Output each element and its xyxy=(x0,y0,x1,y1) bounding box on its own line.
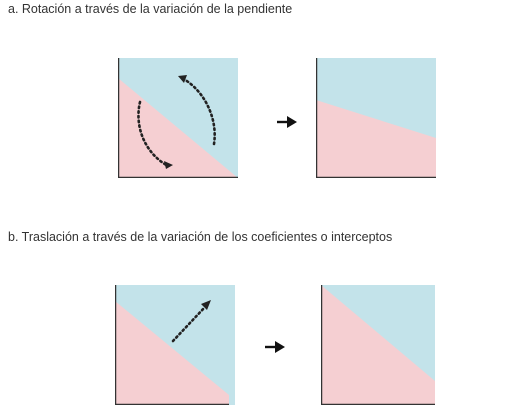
translation-after-panel xyxy=(321,285,435,405)
caption-translation: b. Traslación a través de la variación d… xyxy=(8,230,393,244)
translation-before-panel xyxy=(115,285,235,405)
lower-region xyxy=(316,100,436,178)
caption-rotation: a. Rotación a través de la variación de … xyxy=(8,2,293,16)
right-arrow-icon xyxy=(265,341,285,353)
rotation-after-panel xyxy=(316,58,436,178)
dotted-curved-arrow-icon xyxy=(137,75,216,169)
dotted-straight-arrow-icon xyxy=(171,300,211,343)
lower-region xyxy=(321,285,435,405)
lower-region xyxy=(115,301,229,405)
rotation-before-panel xyxy=(118,58,238,178)
right-arrow-icon xyxy=(277,116,297,128)
lower-region xyxy=(118,78,238,178)
